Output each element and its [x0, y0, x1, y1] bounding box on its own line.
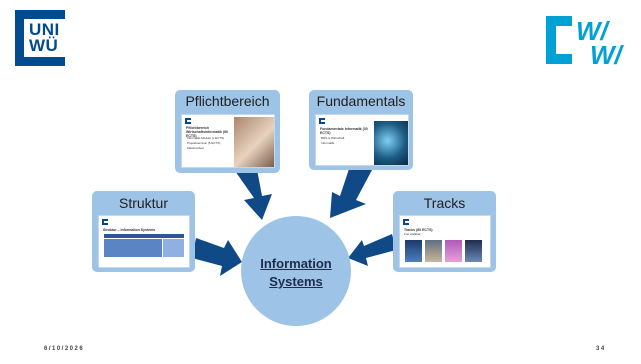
thumbnail-line: Masterarbeit [187, 146, 204, 150]
track-tile [465, 240, 482, 262]
card-title: Struktur [118, 195, 168, 211]
information-systems-circle[interactable]: Information Systems [241, 216, 351, 326]
card-fundamentals[interactable]: Fundamentals Fundamentals Informatik (30… [309, 90, 413, 170]
card-title: Pflichtbereich [185, 93, 270, 109]
card-title: Tracks [423, 195, 466, 211]
card-pflichtbereich[interactable]: Pflichtbereich Pflichtbereich Wirtschaft… [175, 90, 280, 173]
card-tracks[interactable]: Tracks Tracks (60 ECTS) Frei wählbar [393, 191, 496, 272]
thumbnail-table-side [163, 239, 184, 257]
thumbnail-table-header [104, 234, 184, 238]
logo-text: UNI WÜ [29, 20, 60, 55]
center-title-line-2: Systems [269, 274, 323, 289]
thumbnail-heading: Tracks (60 ECTS) [404, 228, 433, 232]
arrow-tracks [348, 234, 396, 266]
slide-thumbnail: Tracks (60 ECTS) Frei wählbar [399, 215, 491, 268]
thumbnail-heading: Fundamentals Informatik (30 ECTS) [320, 127, 368, 136]
arrow-struktur [192, 238, 242, 276]
slide-thumbnail: Fundamentals Informatik (30 ECTS) BWL & … [315, 114, 409, 166]
mini-logo-icon [403, 219, 409, 225]
thumbnail-circuit-image [374, 121, 408, 165]
thumbnail-line: Informatik-Module (x ECTS) [187, 136, 225, 140]
slide-thumbnail: Struktur – Information Systems [98, 215, 190, 268]
track-tile [405, 240, 422, 262]
arrow-fundamentals [330, 166, 372, 218]
logo-line-1: UNI [29, 20, 60, 39]
logo-line-2: WÜ [29, 36, 59, 55]
track-tile [445, 240, 462, 262]
thumbnail-photo [234, 117, 274, 167]
track-tile [425, 240, 442, 262]
thumbnail-table-body [104, 239, 162, 257]
mini-logo-icon [185, 118, 191, 124]
page-number: 34 [596, 346, 606, 352]
footer-date: 6/10/2026 [44, 346, 85, 352]
wwi-logo-graphic: W/ W/ [546, 16, 625, 70]
thumbnail-line: BWL & Wirtschaft [321, 136, 345, 140]
svg-text:W/: W/ [576, 16, 611, 46]
card-struktur[interactable]: Struktur Struktur – Information Systems [92, 191, 195, 272]
svg-text:W/: W/ [590, 40, 625, 68]
thumbnail-subheading: Frei wählbar [404, 232, 421, 236]
logo-frame [15, 10, 65, 66]
arrow-pflichtbereich [233, 164, 272, 220]
center-title-line-1: Information [260, 256, 332, 271]
mini-logo-icon [102, 219, 108, 225]
slide-thumbnail: Pflichtbereich Wirtschaftsinformatik (60… [181, 114, 275, 168]
uni-wuerzburg-logo: UNI WÜ [15, 10, 65, 66]
thumbnail-line: Projektseminar (5 ECTS) [187, 141, 221, 145]
wwi-logo: W/ W/ [546, 12, 628, 70]
thumbnail-line: Informatik [321, 141, 335, 145]
thumbnail-heading: Pflichtbereich Wirtschaftsinformatik (60… [186, 126, 228, 139]
mini-logo-icon [319, 118, 325, 124]
card-title: Fundamentals [316, 93, 406, 109]
thumbnail-heading: Struktur – Information Systems [103, 228, 156, 232]
